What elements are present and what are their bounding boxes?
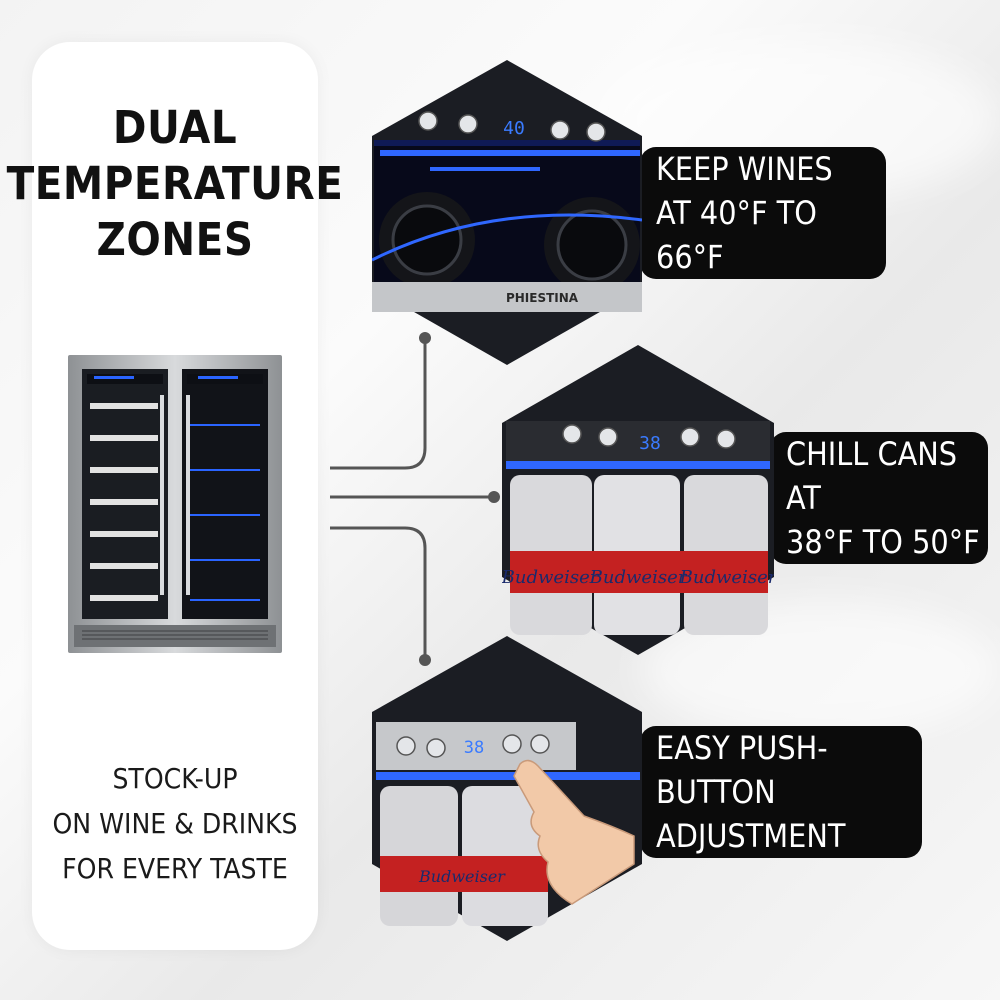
headline-line: TEMPERATURE <box>6 157 344 210</box>
can-brand: Budweiser <box>418 867 506 886</box>
can-zone-hexagon: 38 Budweiser Budweiser Budweiser <box>502 345 774 655</box>
callout-push-button: EASY PUSH-BUTTON ADJUSTMENT <box>640 726 922 858</box>
push-button-hexagon: 38 Budweiser <box>372 636 642 941</box>
tagline-line: STOCK-UP <box>112 762 238 795</box>
fridge-illustration <box>68 355 282 653</box>
tagline-line: FOR EVERY TASTE <box>62 852 288 885</box>
callout-line: KEEP WINES <box>656 150 833 188</box>
callout-line: EASY PUSH-BUTTON <box>656 729 828 811</box>
can-brand: Budweiser <box>589 567 688 588</box>
callout-line: 38°F TO 50°F <box>786 523 980 561</box>
wine-zone-hexagon: PHIESTINA 40 <box>372 60 642 365</box>
callout-wine-zone: KEEP WINES AT 40°F TO 66°F <box>640 147 886 279</box>
can-brand: Budweiser <box>679 567 774 588</box>
headline: DUAL TEMPERATURE ZONES <box>0 100 350 268</box>
temperature-display: 40 <box>503 118 525 139</box>
temperature-display: 38 <box>639 433 661 454</box>
callout-line: ADJUSTMENT <box>656 817 846 855</box>
fridge-brand-label: PHIESTINA <box>506 291 579 305</box>
tagline: STOCK-UP ON WINE & DRINKS FOR EVERY TAST… <box>32 756 318 891</box>
callout-can-zone: CHILL CANS AT 38°F TO 50°F <box>770 432 988 564</box>
tagline-line: ON WINE & DRINKS <box>52 807 298 840</box>
headline-line: ZONES <box>96 213 254 266</box>
headline-line: DUAL <box>112 101 238 154</box>
callout-line: CHILL CANS AT <box>786 435 958 517</box>
temperature-display: 38 <box>464 738 484 758</box>
can-brand: Budweiser <box>502 567 600 588</box>
callout-line: AT 40°F TO 66°F <box>656 194 817 276</box>
